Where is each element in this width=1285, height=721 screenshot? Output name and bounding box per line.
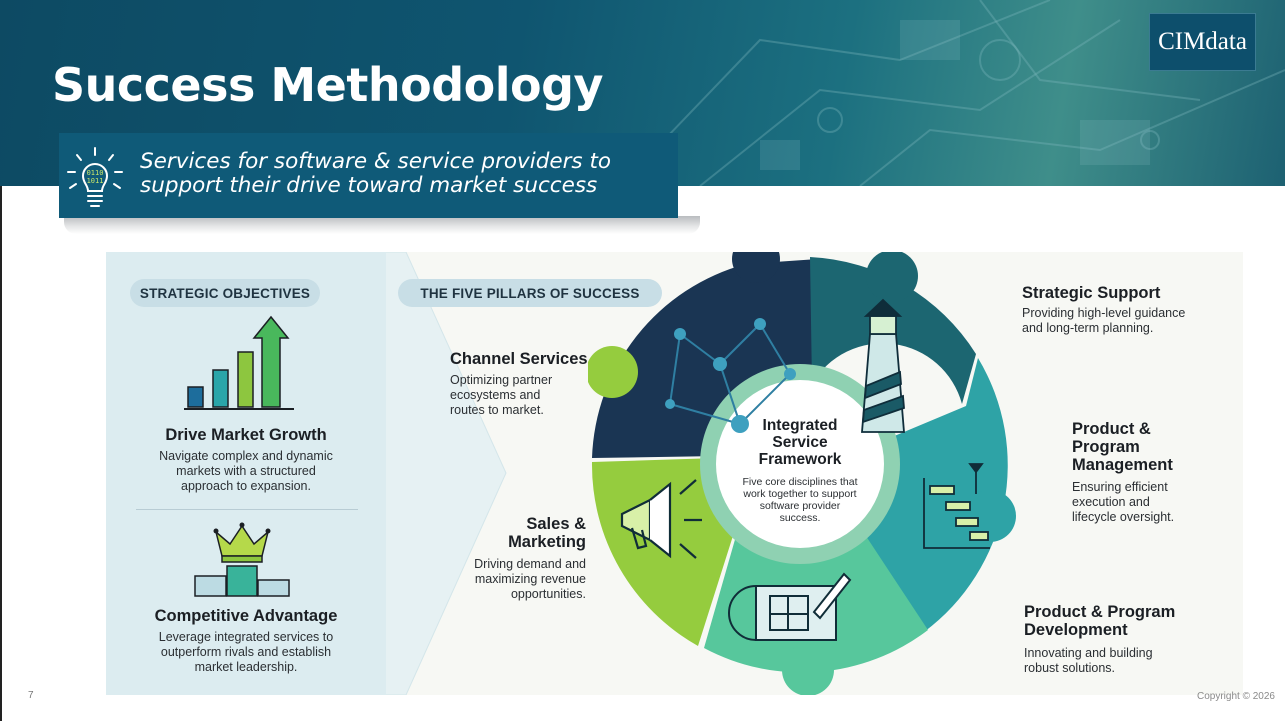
pillar-description-line: and long-term planning. bbox=[1022, 321, 1154, 335]
pillar-description-line: Ensuring efficient bbox=[1072, 480, 1168, 494]
pillar-title-line: Product & Program bbox=[1024, 603, 1176, 621]
megaphone-icon bbox=[620, 479, 702, 559]
pillar-description-line: robust solutions. bbox=[1024, 661, 1116, 675]
objective-description-line: approach to expansion. bbox=[181, 479, 311, 493]
center-description-line: Five core disciplines that bbox=[742, 476, 858, 488]
pillar-description-sales-marketing: Driving demand and maximizing revenue op… bbox=[446, 557, 586, 602]
center-description-line: success. bbox=[779, 512, 821, 524]
strategic-objectives-heading: STRATEGIC OBJECTIVES bbox=[130, 279, 320, 307]
pillar-description-line: Providing high-level guidance bbox=[1022, 306, 1186, 320]
pillar-title-product-program-development: Product & Program Development bbox=[1024, 603, 1175, 639]
pillar-description-product-program-management: Ensuring efficient execution and lifecyc… bbox=[1072, 480, 1174, 525]
pillar-title-product-program-management: Product & Program Management bbox=[1072, 420, 1173, 474]
lightbulb-binary-icon: 0110 1011 bbox=[67, 147, 123, 207]
pillar-title-line: Product & bbox=[1072, 420, 1151, 438]
pillar-title-line: Management bbox=[1072, 456, 1173, 474]
pillar-description-line: lifecycle oversight. bbox=[1072, 510, 1175, 524]
subtitle-shadow bbox=[64, 216, 700, 234]
objective-description-line: markets with a structured bbox=[176, 464, 316, 478]
objective-title: Competitive Advantage bbox=[154, 607, 338, 625]
pillar-title-line: Sales & bbox=[526, 515, 586, 533]
success-methodology-infographic: STRATEGIC OBJECTIVES Drive Market Growth… bbox=[106, 252, 1243, 695]
segment-channel-services bbox=[592, 259, 818, 458]
objective-description-line: market leadership. bbox=[194, 660, 298, 674]
svg-text:0110: 0110 bbox=[87, 169, 104, 177]
objective-title: Drive Market Growth bbox=[165, 426, 327, 444]
pillar-description-line: Optimizing partner bbox=[450, 373, 553, 387]
objectives-divider bbox=[136, 509, 358, 510]
objective-description: Leverage integrated services to outperfo… bbox=[126, 630, 366, 675]
crown-podium-icon bbox=[194, 522, 290, 597]
lighthouse-icon bbox=[861, 298, 905, 433]
objective-description: Navigate complex and dynamic markets wit… bbox=[126, 449, 366, 494]
pillar-description-line: ecosystems and bbox=[450, 388, 541, 402]
objective-description-line: Leverage integrated services to bbox=[158, 630, 334, 644]
center-title-line: Service bbox=[772, 434, 828, 451]
center-description-line: work together to support bbox=[743, 488, 857, 500]
cimdata-logo: CIMdata bbox=[1149, 13, 1256, 71]
strategic-objectives-panel bbox=[106, 252, 386, 695]
five-pillars-heading: THE FIVE PILLARS OF SUCCESS bbox=[398, 279, 662, 307]
pillar-description-strategic-support: Providing high-level guidance and long-t… bbox=[1022, 306, 1185, 336]
network-icon bbox=[665, 318, 796, 433]
pillar-description-line: Innovating and building bbox=[1024, 646, 1153, 660]
page-title: Success Methodology bbox=[52, 58, 604, 112]
circuit-background-graphic bbox=[619, 0, 1285, 186]
center-description-line: software provider bbox=[759, 500, 841, 512]
segment-product-program-management bbox=[860, 358, 1008, 632]
center-description: Five core disciplines that work together… bbox=[740, 476, 860, 524]
center-title-line: Integrated bbox=[762, 417, 838, 434]
center-title-line: Framework bbox=[758, 451, 842, 468]
pillars-ring-diagram bbox=[588, 252, 1016, 695]
pillar-description-line: opportunities. bbox=[510, 587, 586, 601]
pillar-description-line: Driving demand and bbox=[474, 557, 586, 571]
pillar-title-channel-services: Channel Services bbox=[450, 350, 588, 368]
page-number: 7 bbox=[28, 690, 34, 701]
pillar-title-strategic-support: Strategic Support bbox=[1022, 284, 1161, 302]
pillar-title-sales-marketing: Sales & Marketing bbox=[466, 515, 586, 551]
pillar-title-line: Marketing bbox=[508, 533, 586, 551]
pillar-title-line: Program bbox=[1072, 438, 1140, 456]
subtitle-box bbox=[59, 133, 678, 218]
slide-border bbox=[0, 0, 2, 721]
subtitle-line: support their drive toward market succes… bbox=[140, 173, 598, 198]
pillar-description-channel-services: Optimizing partner ecosystems and routes… bbox=[450, 373, 552, 418]
chevron-arrow-graphic bbox=[386, 252, 507, 695]
gantt-chart-icon bbox=[923, 463, 990, 549]
objective-description-line: Navigate complex and dynamic bbox=[159, 449, 333, 463]
svg-text:1011: 1011 bbox=[87, 177, 104, 185]
subtitle-line: Services for software & service provider… bbox=[140, 149, 612, 174]
objective-description-line: outperform rivals and establish bbox=[160, 645, 332, 659]
pillar-description-product-program-development: Innovating and building robust solutions… bbox=[1024, 646, 1153, 676]
center-title: Integrated Service Framework bbox=[740, 417, 860, 468]
subtitle-text: Services for software & service provider… bbox=[140, 150, 660, 198]
pillar-description-line: maximizing revenue bbox=[474, 572, 586, 586]
pillar-description-line: routes to market. bbox=[450, 403, 544, 417]
growth-bar-chart-icon bbox=[184, 315, 294, 410]
pillar-title-line: Development bbox=[1024, 621, 1128, 639]
copyright-notice: Copyright © 2026 bbox=[1197, 691, 1275, 702]
blueprint-icon bbox=[728, 572, 852, 641]
pillar-description-line: execution and bbox=[1072, 495, 1150, 509]
